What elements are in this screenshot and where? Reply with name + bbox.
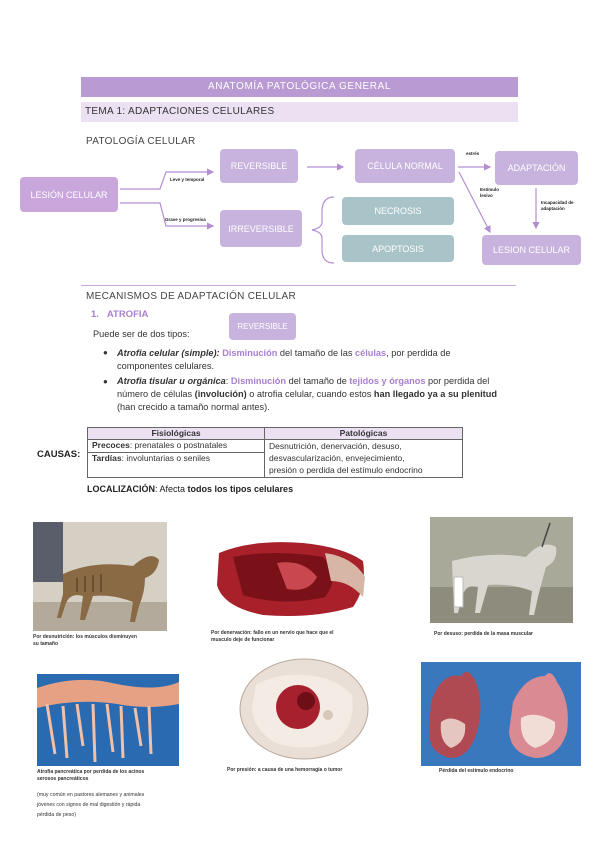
adaptacion-box: ADAPTACIÓN [495,151,578,185]
irreversible-box: IRREVERSIBLE [220,210,302,247]
bullet-icon: ● [103,348,108,357]
photo-endocrino [421,662,581,766]
label-leve-temporal: Leve y temporal [170,177,205,182]
cell-precoces: Precoces: prenatales o postnatales [87,439,265,453]
celula-normal-box: CÉLULA NORMAL [355,149,455,183]
label-grave-progresiva: Grave y progresiva [165,217,206,222]
lesion-celular-2-box: LESION CELULAR [482,235,581,265]
col-fisiologicas: Fisiológicas [87,427,265,440]
caption-desuso: Por desuso: perdida de la masa muscular [434,631,533,637]
header-banner: ANATOMÍA PATOLÓGICA GENERAL [81,77,518,97]
localizacion: LOCALIZACIÓN: Afecta todos los tipos cel… [87,484,294,494]
reversible-badge: REVERSIBLE [229,313,296,340]
caption-desnutricion: Por desnutrición: los músculos disminuye… [33,634,137,647]
caption-endocrino: Pérdida del estímulo endocrino [439,768,514,774]
causas-table: Fisiológicas Patológicas Precoces: prena… [87,427,463,478]
topic-title: TEMA 1: ADAPTACIONES CELULARES [81,102,518,122]
bullet-atrofia-tisular: Atrofia tisular u orgánica: Disminución … [117,376,497,412]
lesion-celular-box: LESIÓN CELULAR [20,177,118,212]
cell-tardias: Tardías: involuntarias o seniles [87,452,265,478]
necrosis-box: NECROSIS [342,197,454,225]
diagram-arrows [120,163,540,264]
intro-text: Puede ser de dos tipos: [93,329,190,339]
section-patologia-celular: PATOLOGÍA CELULAR [86,136,196,147]
causas-label: CAUSAS: [37,449,81,460]
col-patologicas: Patológicas [264,427,463,440]
bullet-atrofia-celular: Atrofia celular (simple): Disminución de… [117,348,451,371]
bullet-icon: ● [103,377,108,386]
photo-dog-desnutricion [33,522,167,631]
cell-patologicas: Desnutrición, denervación, desuso, desva… [264,439,463,478]
photo-atrofia-pancreatica [37,674,179,766]
caption-denervacion: Por denervación: fallo en un nervio que … [211,630,334,643]
reversible-box: REVERSIBLE [220,149,298,183]
item-atrofia-heading: 1. ATROFIA [91,309,149,320]
photo-muscle-denervacion [213,537,369,620]
caption-pancreatica-note: (muy común en pastores alemanes y animal… [37,792,145,818]
section-mecanismos: MECANISMOS DE ADAPTACIÓN CELULAR [86,291,297,302]
label-estres: estrés [466,151,480,156]
photo-dog-desuso [430,517,573,623]
caption-presion: Por presión: a causa de una hemorragia o… [227,767,343,773]
photo-presion-brain [236,655,372,762]
apoptosis-box: APOPTOSIS [342,235,454,262]
divider [81,285,516,286]
caption-pancreatica: Atrofia pancreática por perdida de los a… [37,769,145,782]
